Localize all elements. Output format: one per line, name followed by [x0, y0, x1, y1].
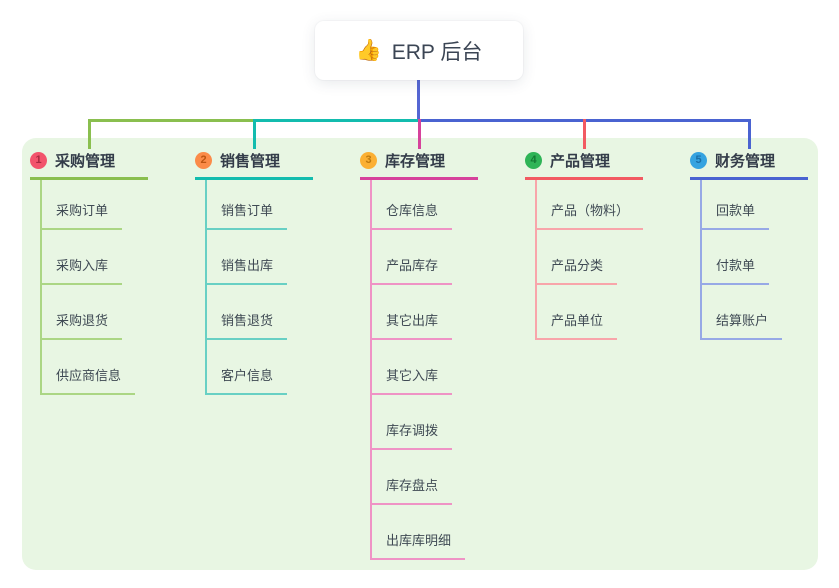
child-topic[interactable]: 结算账户 — [700, 312, 783, 340]
root-connector-line — [417, 80, 420, 119]
child-topic[interactable]: 客户信息 — [205, 367, 288, 395]
child-topic[interactable]: 库存调拨 — [370, 422, 453, 450]
child-topic[interactable]: 库存盘点 — [370, 477, 453, 505]
branches-background-panel — [22, 138, 818, 570]
branch-topic-3[interactable]: 3 库存管理 — [360, 148, 478, 180]
child-topic[interactable]: 产品（物料） — [535, 202, 644, 230]
child-topic[interactable]: 其它入库 — [370, 367, 453, 395]
child-spine-line — [370, 178, 372, 560]
child-spine-line — [700, 178, 702, 340]
branch-drop-line — [253, 119, 256, 149]
branch-topic-label: 采购管理 — [55, 152, 116, 170]
priority-badge: 5 — [690, 151, 707, 169]
branch-topic-label: 库存管理 — [385, 152, 446, 170]
child-spine-line — [205, 178, 207, 395]
child-topic[interactable]: 回款单 — [700, 202, 770, 230]
child-topic[interactable]: 其它出库 — [370, 312, 453, 340]
child-spine-line — [40, 178, 42, 395]
branch-drop-line — [418, 119, 421, 149]
child-topic[interactable]: 付款单 — [700, 257, 770, 285]
branch-topic-4[interactable]: 4 产品管理 — [525, 148, 643, 180]
child-topic[interactable]: 销售出库 — [205, 257, 288, 285]
branch-drop-line — [748, 119, 751, 149]
child-spine-line — [535, 178, 537, 340]
priority-badge: 4 — [525, 151, 542, 169]
bus-segment-line — [254, 119, 419, 122]
child-topic[interactable]: 产品分类 — [535, 257, 618, 285]
root-topic[interactable]: 👍 ERP 后台 — [315, 21, 523, 80]
child-topic[interactable]: 仓库信息 — [370, 202, 453, 230]
child-topic[interactable]: 采购订单 — [40, 202, 123, 230]
child-topic[interactable]: 供应商信息 — [40, 367, 136, 395]
thumbs-up-icon: 👍 — [355, 38, 382, 62]
branch-topic-label: 产品管理 — [550, 152, 611, 170]
child-topic[interactable]: 采购入库 — [40, 257, 123, 285]
child-topic[interactable]: 产品单位 — [535, 312, 618, 340]
child-topic[interactable]: 销售退货 — [205, 312, 288, 340]
priority-badge: 1 — [30, 151, 47, 169]
priority-badge: 3 — [360, 151, 377, 169]
branch-topic-1[interactable]: 1 采购管理 — [30, 148, 148, 180]
root-topic-label: ERP 后台 — [391, 40, 483, 64]
branch-topic-2[interactable]: 2 销售管理 — [195, 148, 313, 180]
branch-drop-line — [88, 119, 91, 149]
priority-badge: 2 — [195, 151, 212, 169]
bus-segment-line — [89, 119, 254, 122]
child-topic[interactable]: 采购退货 — [40, 312, 123, 340]
child-topic[interactable]: 出库库明细 — [370, 532, 466, 560]
child-topic[interactable]: 销售订单 — [205, 202, 288, 230]
branch-topic-label: 财务管理 — [715, 152, 776, 170]
child-topic[interactable]: 产品库存 — [370, 257, 453, 285]
branch-topic-label: 销售管理 — [220, 152, 281, 170]
branch-topic-5[interactable]: 5 财务管理 — [690, 148, 808, 180]
branch-drop-line — [583, 119, 586, 149]
